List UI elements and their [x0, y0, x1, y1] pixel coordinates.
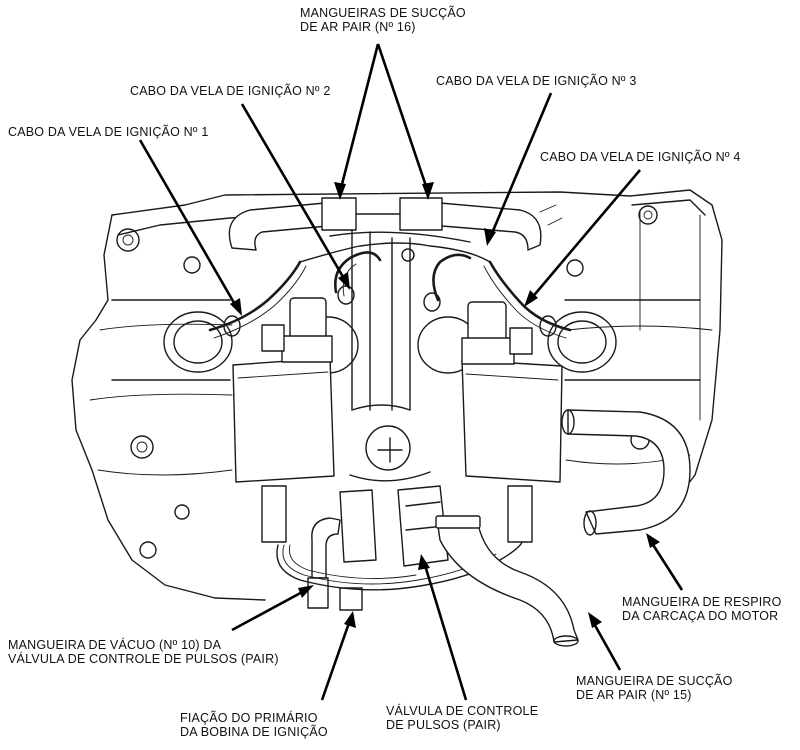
label-line: VÁLVULA DE CONTROLE DE PULSOS (PAIR) [8, 652, 279, 666]
label-line: DE PULSOS (PAIR) [386, 718, 501, 732]
pair-hose-15 [435, 515, 579, 647]
engine-block [71, 189, 723, 601]
label-line: DA BOBINA DE IGNIÇÃO [180, 725, 328, 739]
label-line: MANGUEIRA DE VÁCUO (Nº 10) DA [8, 638, 222, 652]
label-line: CABO DA VELA DE IGNIÇÃO Nº 1 [8, 125, 209, 139]
lower-components [261, 485, 533, 611]
label-line: MANGUEIRAS DE SUCÇÃO [300, 6, 466, 20]
label-spark-plug-cable-1: CABO DA VELA DE IGNIÇÃO Nº 1 [8, 125, 209, 139]
label-spark-plug-cable-3: CABO DA VELA DE IGNIÇÃO Nº 3 [436, 74, 637, 88]
label-vacuum-hose-10: MANGUEIRA DE VÁCUO (Nº 10) DA VÁLVULA DE… [8, 638, 279, 666]
label-line: MANGUEIRA DE RESPIRO [622, 595, 782, 609]
crankcase-breather-hose [561, 409, 691, 536]
ignition-coil-right [461, 301, 563, 483]
label-pulse-control-valve: VÁLVULA DE CONTROLE DE PULSOS (PAIR) [386, 704, 538, 732]
leader-lines [138, 43, 684, 701]
spark-plug-cables [208, 242, 572, 339]
ignition-coil-left [232, 297, 335, 483]
central-frame [329, 229, 471, 482]
label-line: VÁLVULA DE CONTROLE [386, 704, 539, 718]
label-line: DA CARCAÇA DO MOTOR [622, 609, 779, 623]
label-spark-plug-cable-2: CABO DA VELA DE IGNIÇÃO Nº 2 [130, 84, 331, 98]
label-pair-suction-hoses-16: MANGUEIRAS DE SUCÇÃO DE AR PAIR (Nº 16) [300, 6, 466, 34]
label-crankcase-breather-hose: MANGUEIRA DE RESPIRO DA CARCAÇA DO MOTOR [622, 595, 782, 623]
bolts [116, 205, 658, 559]
label-line: FIAÇÃO DO PRIMÁRIO [180, 711, 318, 725]
label-line: DE AR PAIR (Nº 16) [300, 20, 416, 34]
pair-hoses-upper [228, 197, 563, 251]
label-pair-suction-hose-15: MANGUEIRA DE SUCÇÃO DE AR PAIR (Nº 15) [576, 674, 733, 702]
label-line: CABO DA VELA DE IGNIÇÃO Nº 2 [130, 84, 331, 98]
label-spark-plug-cable-4: CABO DA VELA DE IGNIÇÃO Nº 4 [540, 150, 741, 164]
label-line: DE AR PAIR (Nº 15) [576, 688, 692, 702]
label-line: CABO DA VELA DE IGNIÇÃO Nº 3 [436, 74, 637, 88]
label-line: CABO DA VELA DE IGNIÇÃO Nº 4 [540, 150, 741, 164]
label-line: MANGUEIRA DE SUCÇÃO [576, 674, 733, 688]
label-ignition-coil-primary-wiring: FIAÇÃO DO PRIMÁRIO DA BOBINA DE IGNIÇÃO [180, 711, 328, 739]
